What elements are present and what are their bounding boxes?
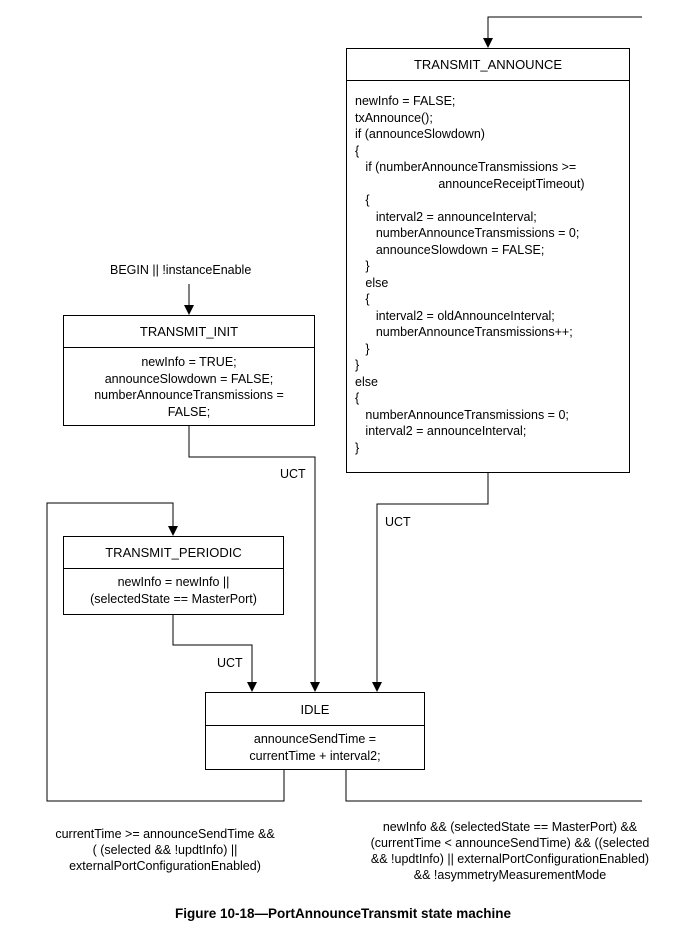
state-title: IDLE (206, 693, 424, 726)
arrow-announce-to-idle (372, 472, 489, 692)
uct-label-periodic: UCT (217, 656, 243, 670)
state-actions: newInfo = newInfo || (selectedState == M… (90, 575, 257, 606)
state-transmit-init: TRANSMIT_INIT newInfo = TRUE; announceSl… (63, 315, 315, 426)
arrow-periodic-to-idle (172, 615, 257, 692)
begin-condition-label: BEGIN || !instanceEnable (110, 263, 252, 277)
arrow-idle-to-announce (345, 770, 642, 802)
state-transmit-periodic: TRANSMIT_PERIODIC newInfo = newInfo || (… (63, 536, 284, 615)
idle-to-periodic-condition: currentTime >= announceSendTime && ( (se… (55, 827, 275, 873)
arrow-idle-to-announce-entry (483, 16, 642, 48)
uct-label-init: UCT (280, 467, 306, 481)
uct-label-announce: UCT (385, 515, 411, 529)
state-title: TRANSMIT_ANNOUNCE (347, 49, 629, 81)
arrow-init-to-idle (188, 426, 320, 692)
idle-to-announce-condition: newInfo && (selectedState == MasterPort)… (370, 820, 650, 882)
state-idle: IDLE announceSendTime = currentTime + in… (205, 692, 425, 770)
state-actions: newInfo = TRUE; announceSlowdown = FALSE… (94, 355, 284, 419)
figure-caption: Figure 10-18—PortAnnounceTransmit state … (174, 906, 512, 921)
state-title: TRANSMIT_INIT (64, 316, 314, 348)
state-title: TRANSMIT_PERIODIC (64, 537, 283, 569)
state-transmit-announce: TRANSMIT_ANNOUNCE newInfo = FALSE; txAnn… (346, 48, 630, 473)
state-actions: newInfo = FALSE; txAnnounce(); if (annou… (355, 94, 585, 455)
state-actions: announceSendTime = currentTime + interva… (249, 732, 381, 763)
arrow-idle-to-periodic (46, 502, 285, 802)
